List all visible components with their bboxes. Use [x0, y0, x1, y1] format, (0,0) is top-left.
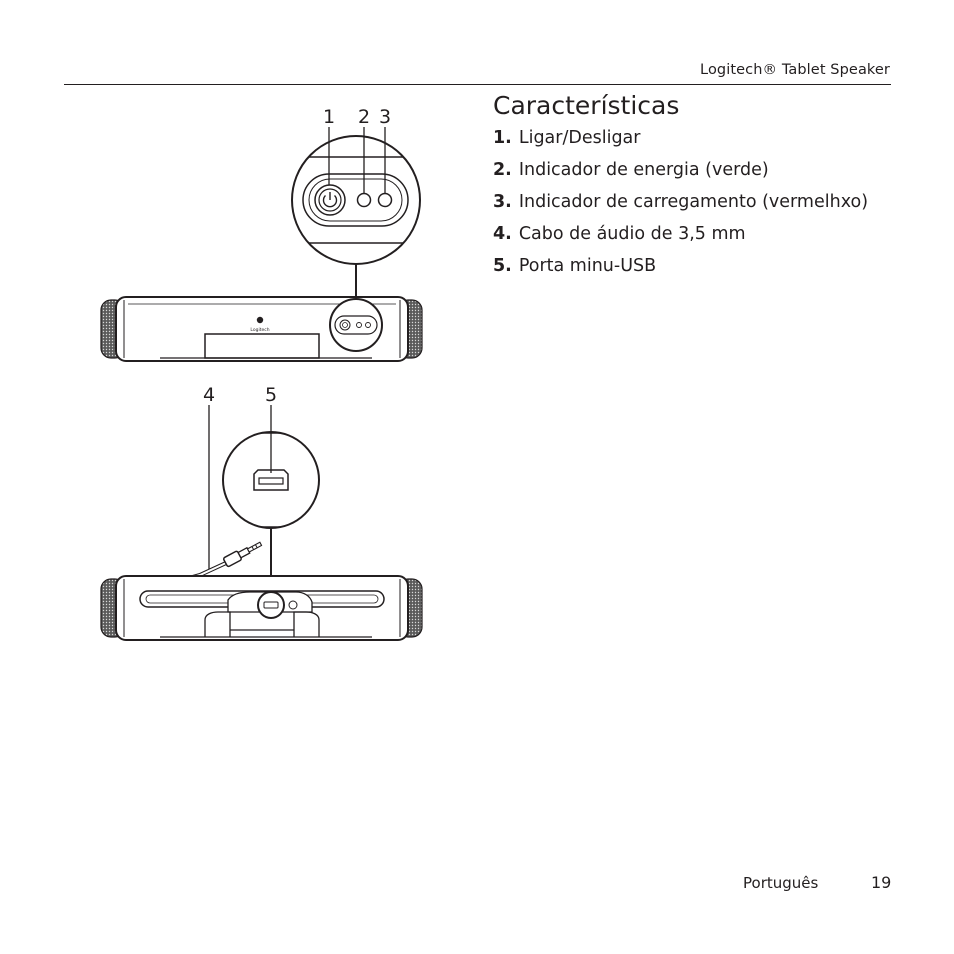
logitech-logo-icon: Logitech [250, 316, 270, 333]
usb-port-zoom [222, 405, 320, 529]
feature-label: Indicador de carregamento (vermelhxo) [518, 192, 869, 212]
feature-label: Indicador de energia (verde) [518, 160, 769, 180]
page-number: 19 [871, 873, 892, 892]
feature-label: Cabo de áudio de 3,5 mm [518, 224, 746, 244]
feature-label: Ligar/Desligar [518, 128, 641, 148]
feature-list: 1. Ligar/Desligar 2. Indicador de energia … [493, 126, 868, 286]
feature-number: 4. [493, 224, 512, 244]
feature-number: 1. [493, 128, 512, 148]
callout-2: 2 [358, 106, 370, 128]
power-led-icon [356, 192, 372, 208]
feature-label: Porta minu-USB [518, 256, 657, 276]
feature-number: 2. [493, 160, 512, 180]
feature-number: 3. [493, 192, 512, 212]
charge-led-icon [377, 192, 393, 208]
footer-language: Português [743, 874, 819, 892]
speaker-body-top: Logitech [100, 296, 423, 362]
logo-text: Logitech [250, 327, 269, 333]
running-header: Logitech® Tablet Speaker [700, 62, 890, 78]
feature-item: 5. Porta minu-USB [493, 254, 868, 286]
speaker-bottom-view: 4 5 [100, 384, 423, 641]
speaker-body-bottom [100, 575, 423, 641]
button-panel-zoom [291, 127, 421, 265]
power-button-icon [314, 184, 346, 216]
header-rule [64, 84, 891, 85]
feature-number: 5. [493, 256, 512, 276]
callout-3: 3 [379, 106, 391, 128]
feature-item: 1. Ligar/Desligar [493, 126, 868, 158]
feature-item: 3. Indicador de carregamento (vermelhxo) [493, 190, 868, 222]
callout-5: 5 [265, 384, 277, 406]
feature-item: 2. Indicador de energia (verde) [493, 158, 868, 190]
feature-item: 4. Cabo de áudio de 3,5 mm [493, 222, 868, 254]
callout-4: 4 [203, 384, 215, 406]
mini-usb-port-icon [253, 469, 289, 491]
callout-1: 1 [323, 106, 335, 128]
speaker-top-view: 1 2 3 [100, 106, 423, 362]
section-title: Características [493, 91, 680, 120]
